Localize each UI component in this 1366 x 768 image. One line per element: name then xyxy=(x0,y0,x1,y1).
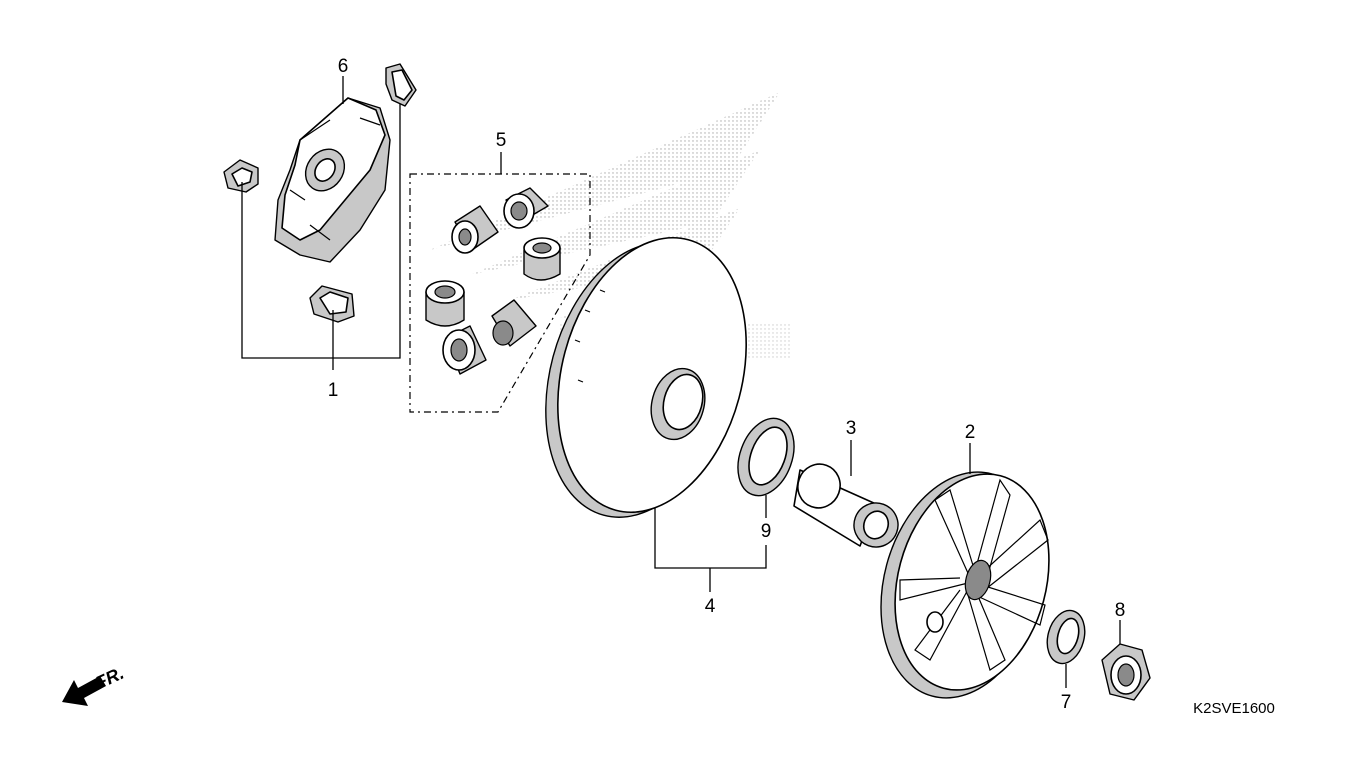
roller-3 xyxy=(523,237,561,281)
label-part-1: 1 xyxy=(328,380,339,401)
label-part-9: 9 xyxy=(761,521,772,542)
arrow-down-left-icon xyxy=(62,676,106,706)
roller-5 xyxy=(491,299,537,347)
part-1-bracket xyxy=(241,104,401,370)
part-4-bracket xyxy=(654,508,767,592)
label-part-5: 5 xyxy=(496,130,507,151)
drawing-code: K2SVE1600 xyxy=(1193,700,1275,717)
slider-bottom xyxy=(309,285,355,323)
nut-part-8 xyxy=(1101,643,1151,701)
collar-part-3 xyxy=(793,463,899,548)
roller-4 xyxy=(425,280,465,327)
label-part-8: 8 xyxy=(1115,600,1126,621)
label-part-2: 2 xyxy=(965,422,976,443)
slider-top xyxy=(385,63,417,107)
seal-part-9 xyxy=(737,417,795,497)
label-part-4: 4 xyxy=(705,596,716,617)
label-part-6: 6 xyxy=(338,56,349,77)
roller-2 xyxy=(451,205,499,254)
front-direction-indicator: FR. xyxy=(62,663,127,706)
label-part-3: 3 xyxy=(846,418,857,439)
washer-part-7 xyxy=(1046,609,1086,665)
drive-face-part-2 xyxy=(880,471,1050,699)
roller-1 xyxy=(503,187,549,229)
part-5-group-box xyxy=(409,173,591,413)
roller-6 xyxy=(442,325,487,375)
slider-left xyxy=(223,159,259,193)
label-part-7: 7 xyxy=(1061,692,1072,713)
movable-drive-face-part-4 xyxy=(545,236,747,518)
ramp-plate-part-6 xyxy=(274,97,391,263)
